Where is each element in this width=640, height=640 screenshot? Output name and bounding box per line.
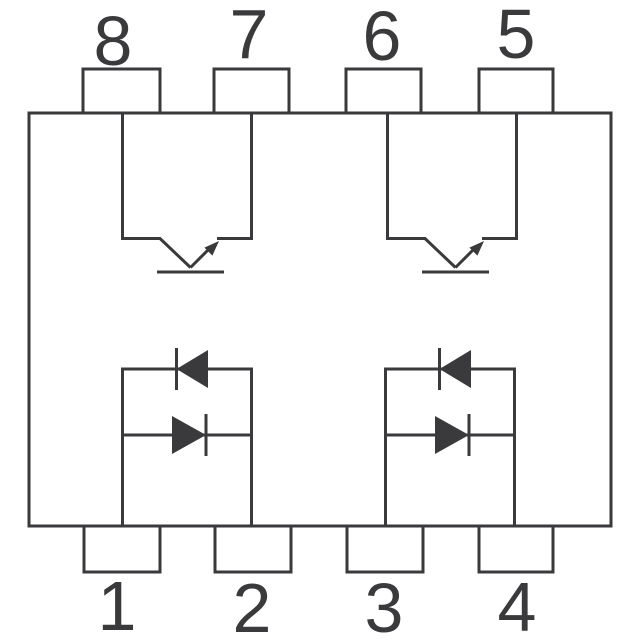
- led-loop-a: [121, 367, 253, 526]
- collector-line-a: [121, 113, 192, 269]
- pin-3-label: 3: [365, 569, 404, 640]
- pin-6-pad: [344, 67, 423, 115]
- pin-8-label: 8: [94, 2, 133, 80]
- pin-6-label: 6: [363, 0, 402, 75]
- phototransistor-channel-b: [386, 113, 518, 274]
- phototransistor-channel-a: [121, 113, 253, 274]
- led-pair-channel-b: [384, 348, 516, 526]
- pin-3-pad: [345, 524, 425, 574]
- pin-7-pad: [212, 67, 291, 115]
- pin-2-pad: [213, 524, 293, 574]
- ic-body-outline: [27, 111, 613, 528]
- pin-5-label: 5: [497, 0, 536, 73]
- pin-5-pad: [477, 67, 555, 115]
- pin-4-pad: [477, 524, 555, 574]
- pin-1-label: 1: [98, 567, 137, 640]
- emitter-top-line-a: [217, 113, 253, 240]
- emitter-shaft-a: [189, 247, 211, 269]
- emitter-arrow-icon-b: [469, 241, 484, 256]
- collector-line-b: [386, 113, 457, 269]
- emitter-shaft-b: [454, 247, 476, 269]
- led-loop-b: [384, 367, 516, 526]
- diode-a2-triangle-icon: [172, 416, 206, 454]
- diode-b2-triangle-icon: [435, 416, 469, 454]
- emitter-top-line-b: [482, 113, 518, 240]
- pin-4-label: 4: [498, 568, 537, 640]
- pin-2-label: 2: [233, 569, 272, 640]
- diode-b1-triangle-icon: [439, 350, 471, 388]
- pin-1-pad: [82, 524, 162, 574]
- diode-a1-triangle-icon: [176, 350, 208, 388]
- pin-7-label: 7: [230, 0, 269, 73]
- led-pair-channel-a: [121, 348, 253, 526]
- emitter-arrow-icon-a: [204, 241, 219, 256]
